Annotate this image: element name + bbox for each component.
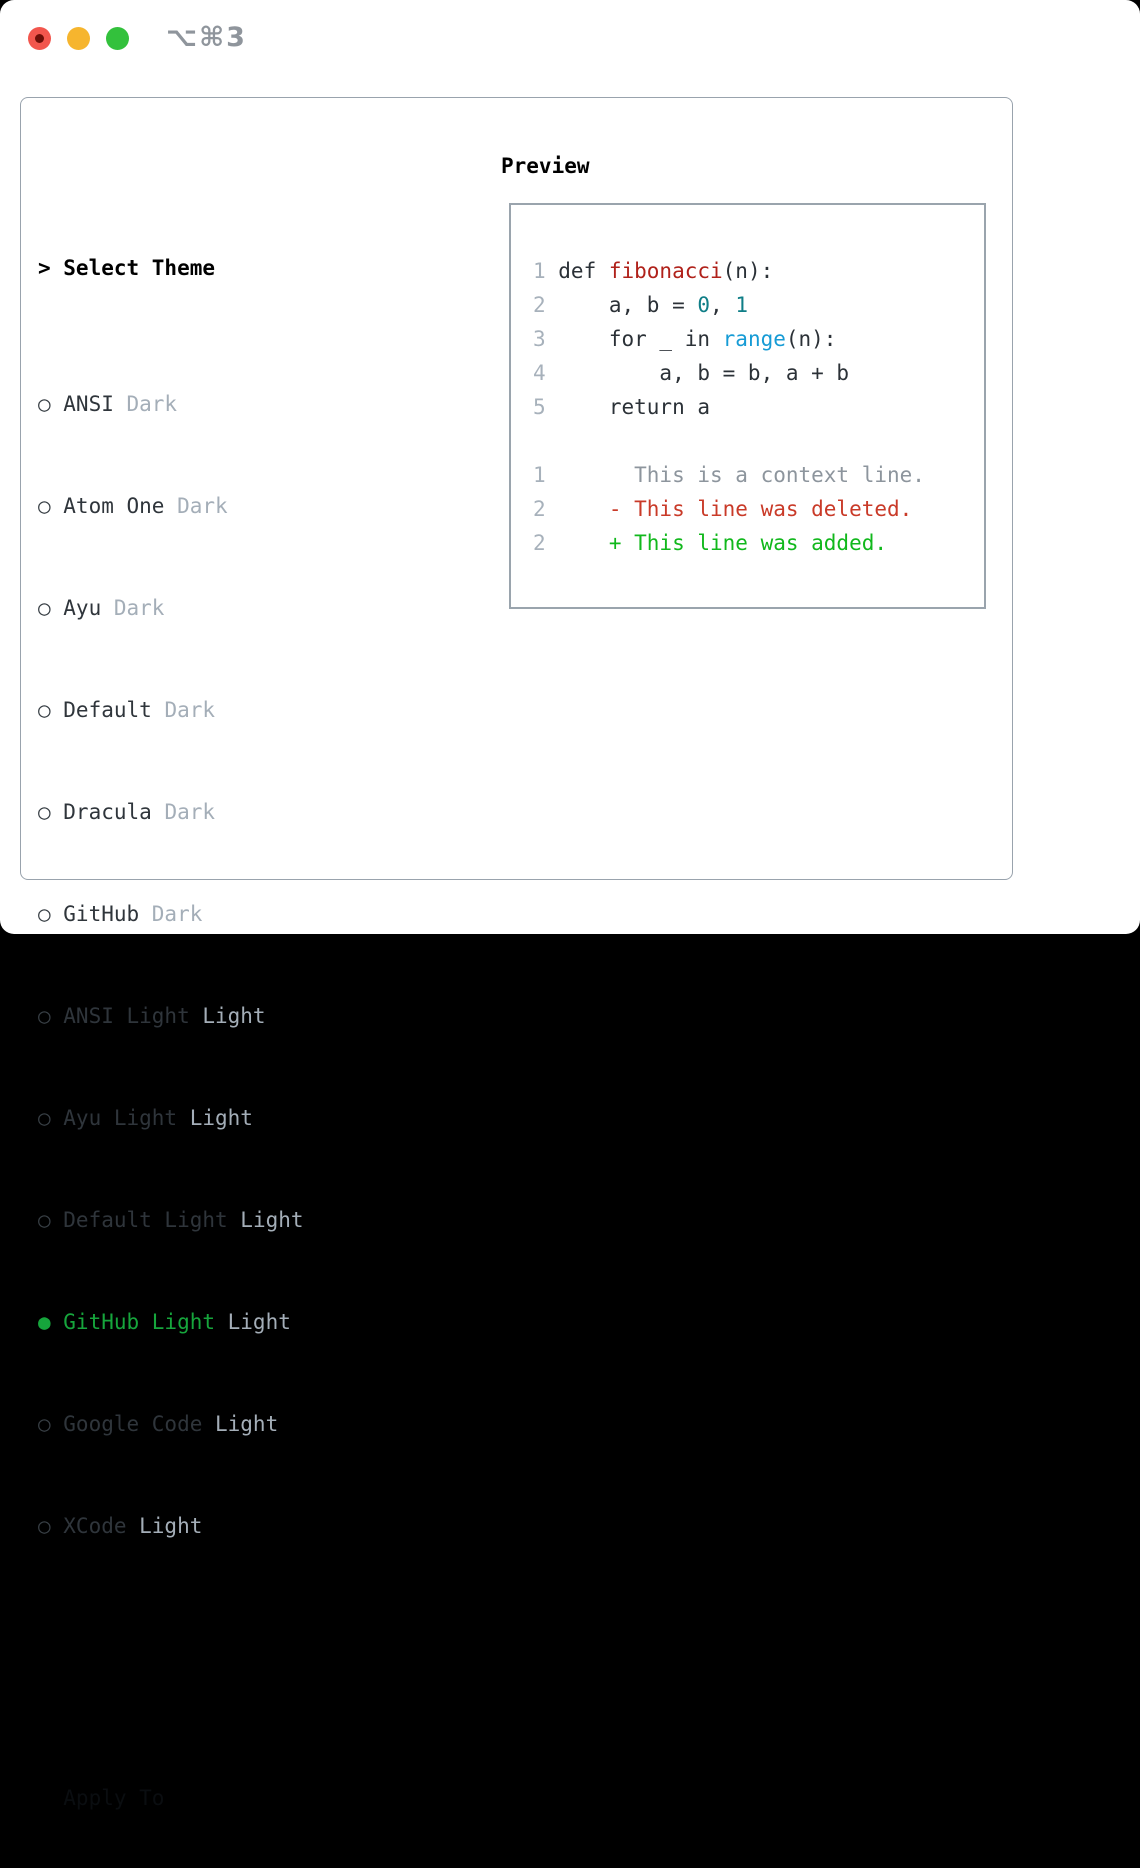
spacer (38, 1645, 392, 1679)
code-text: a, b = 0, 1 (558, 293, 748, 317)
code-text: for _ in range(n): (558, 327, 836, 351)
code-text: This is a context line. (558, 463, 925, 487)
apply-to-header: Apply To (38, 1781, 392, 1815)
theme-picker-header-label: Select Theme (63, 256, 215, 280)
line-number: 2 (533, 492, 558, 526)
theme-picker-header: >Select Theme (38, 251, 392, 285)
code-text: a, b = b, a + b (558, 361, 849, 385)
code-text: - This line was deleted. (558, 497, 912, 521)
radio-unselected-icon: ○ (38, 1407, 63, 1441)
code-text: + This line was added. (558, 531, 887, 555)
code-text: return a (558, 395, 710, 419)
line-number: 2 (533, 288, 558, 322)
diff-deleted-line: 2 - This line was deleted. (533, 492, 925, 526)
code-text: def fibonacci(n): (558, 259, 773, 283)
radio-selected-icon: ● (38, 1305, 63, 1339)
line-number: 1 (533, 458, 558, 492)
caret-icon: > (38, 251, 63, 285)
radio-unselected-icon: ○ (38, 1101, 63, 1135)
diff-context-line: 1 This is a context line. (533, 458, 925, 492)
line-number: 4 (533, 356, 558, 390)
line-number: 5 (533, 390, 558, 424)
radio-unselected-icon: ○ (38, 1509, 63, 1543)
line-number: 2 (533, 526, 558, 560)
line-number: 3 (533, 322, 558, 356)
code-line: 5 return a (533, 390, 925, 424)
titlebar: ⌥⌘3 (0, 0, 1140, 70)
radio-unselected-icon: ○ (38, 591, 63, 625)
code-line: 3 for _ in range(n): (533, 322, 925, 356)
code-line-blank (533, 424, 925, 458)
radio-unselected-icon: ○ (38, 897, 63, 931)
minimize-button[interactable] (67, 27, 90, 50)
window-title: ⌥⌘3 (166, 22, 247, 53)
radio-unselected-icon: ○ (38, 693, 63, 727)
diff-added-line: 2 + This line was added. (533, 526, 925, 560)
code-line: 2 a, b = 0, 1 (533, 288, 925, 322)
radio-unselected-icon: ○ (38, 999, 63, 1033)
radio-unselected-icon: ○ (38, 1203, 63, 1237)
radio-unselected-icon: ○ (38, 489, 63, 523)
line-number: 1 (533, 254, 558, 288)
radio-unselected-icon: ○ (38, 387, 63, 421)
code-line: 4 a, b = b, a + b (533, 356, 925, 390)
zoom-button[interactable] (106, 27, 129, 50)
preview-title: Preview (501, 149, 590, 183)
radio-unselected-icon: ○ (38, 795, 63, 829)
close-button[interactable] (28, 27, 51, 50)
